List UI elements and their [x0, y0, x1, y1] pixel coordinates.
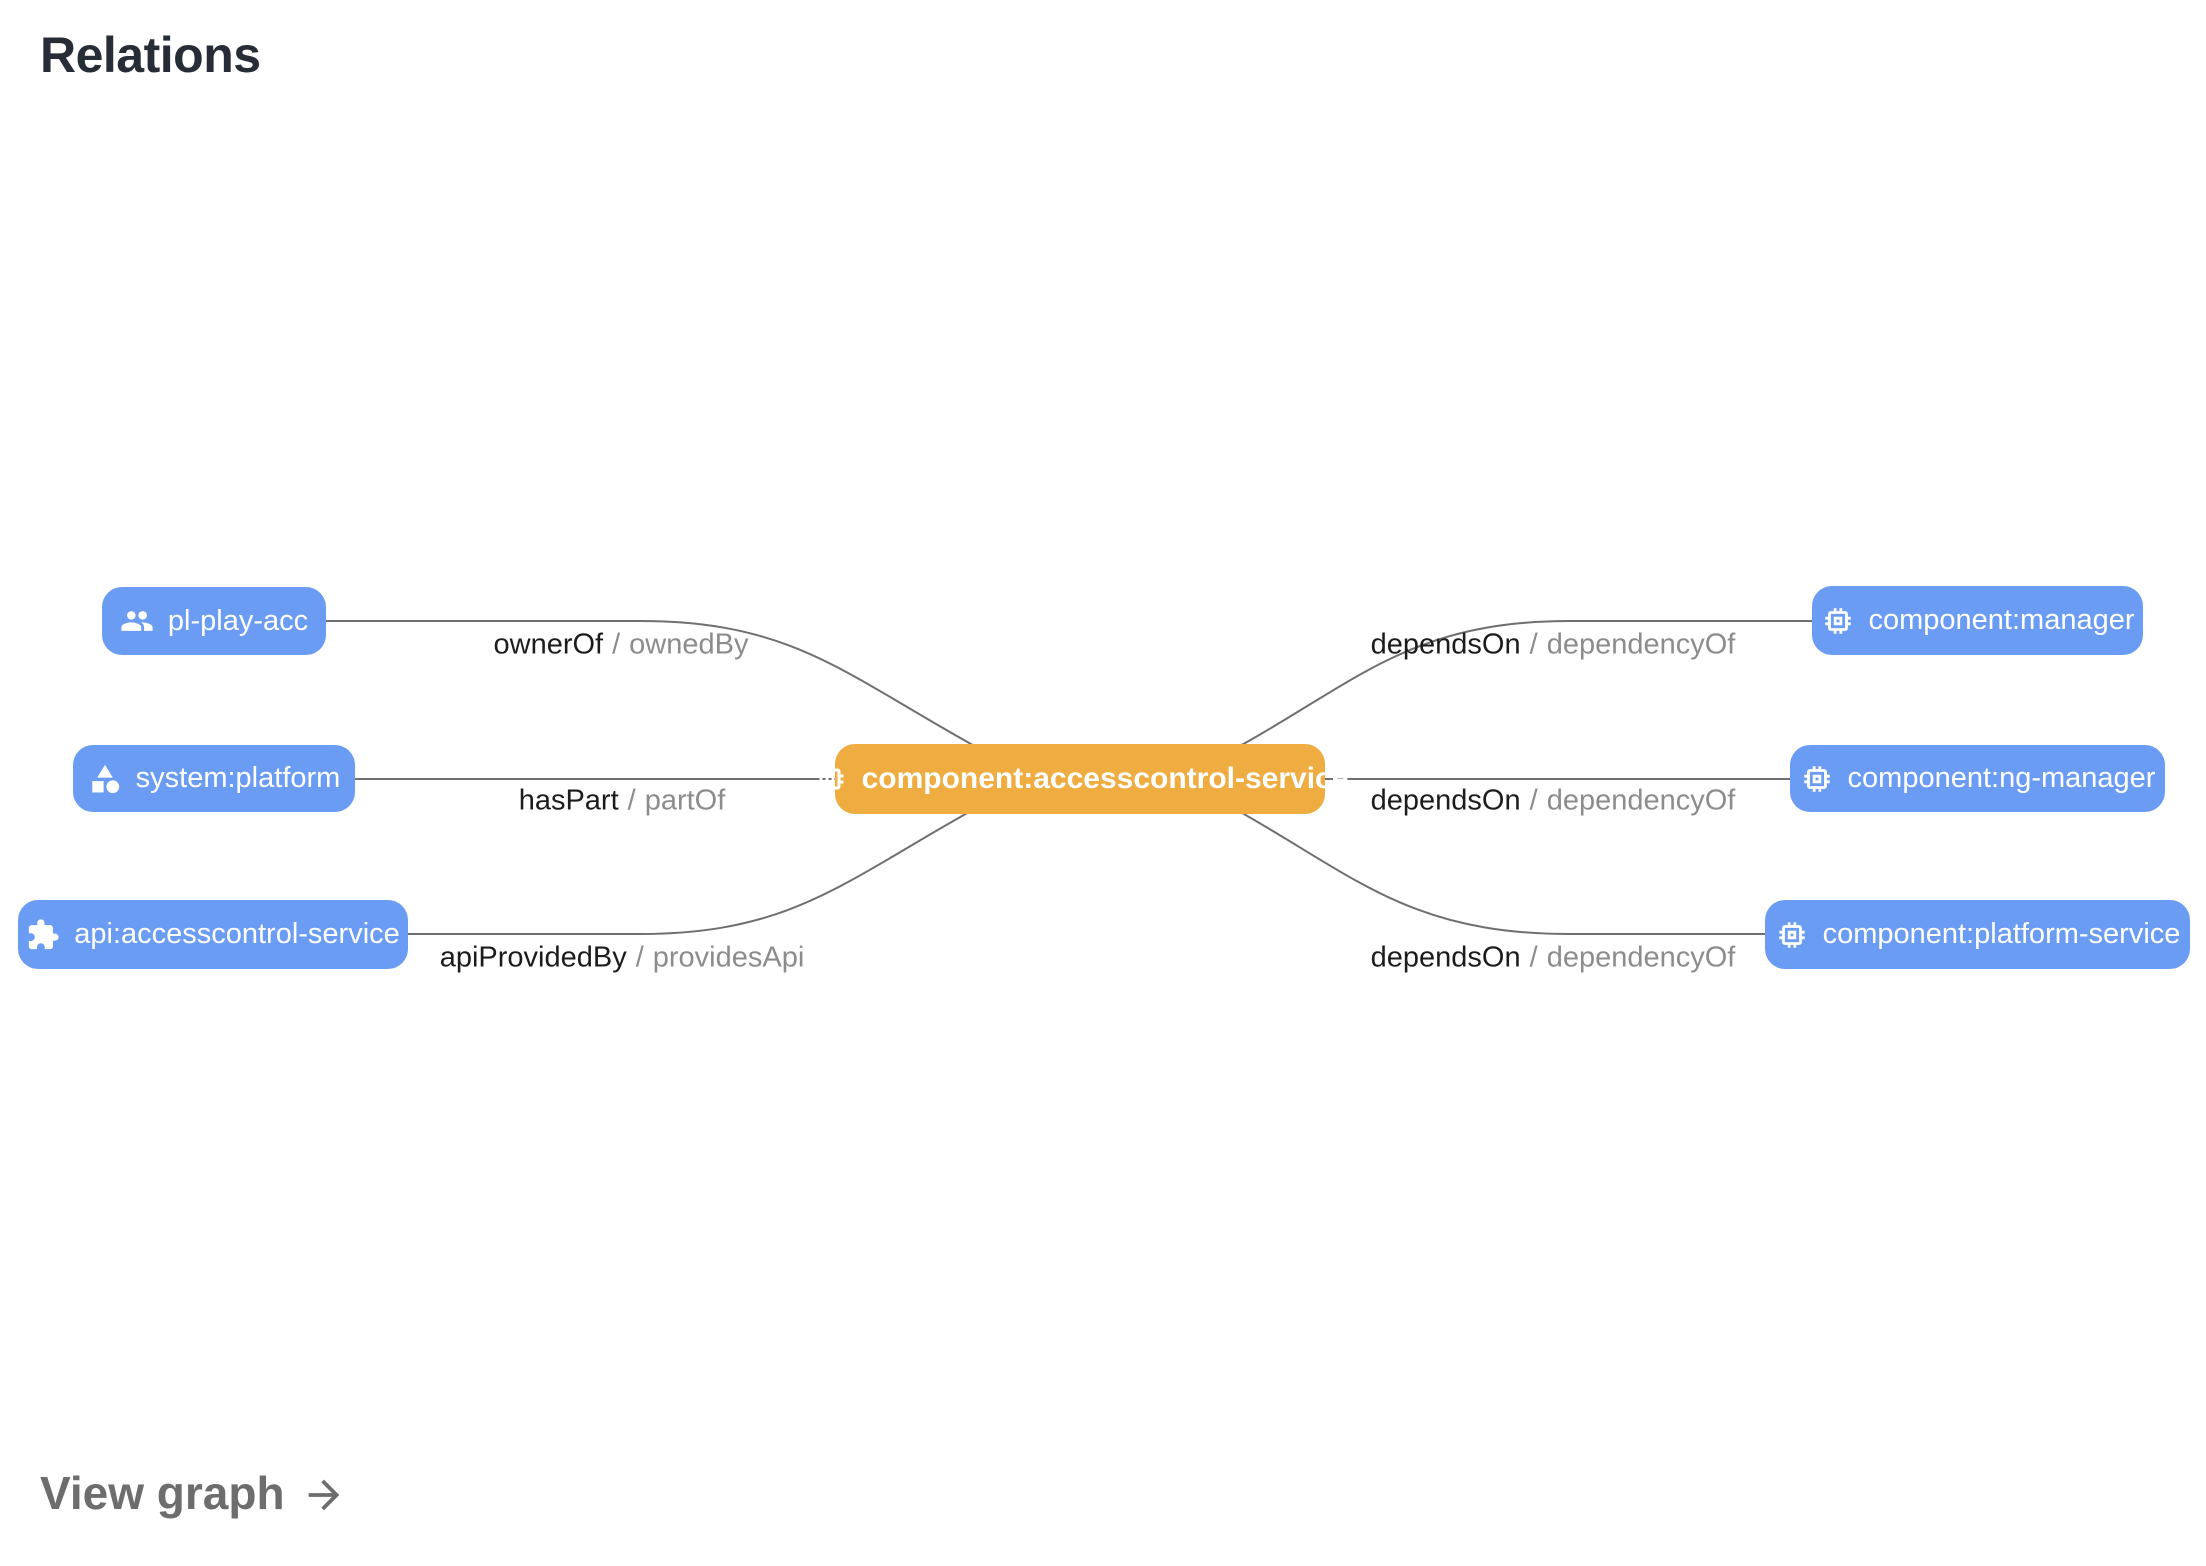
- memory-chip-icon: [1821, 604, 1855, 638]
- node-label: component:ng-manager: [1847, 762, 2156, 794]
- edge-dependson-3: [1209, 794, 1765, 935]
- edge-label-apiprovidedby: apiProvidedBy/providesApi: [439, 941, 805, 974]
- edge-dependson-1: [1209, 620, 1812, 763]
- category-shapes-icon: [88, 762, 122, 796]
- memory-chip-icon: [1800, 762, 1834, 796]
- memory-chip-icon: [1775, 918, 1809, 952]
- node-api-accesscontrol-service[interactable]: api:accesscontrol-service: [18, 900, 408, 969]
- edge-label-ownerof: ownerOf/ownedBy: [493, 628, 749, 661]
- memory-chip-icon: [812, 761, 848, 797]
- page-title: Relations: [40, 27, 261, 83]
- edge-apiprovidedby: [408, 794, 1001, 935]
- node-label: component:accesscontrol-service: [861, 762, 1349, 795]
- edge-label-dependson-3: dependsOn/dependencyOf: [1370, 941, 1736, 974]
- node-pl-play-acc[interactable]: pl-play-acc: [102, 587, 326, 655]
- puzzle-extension-icon: [26, 918, 60, 952]
- edge-label-dependson-2: dependsOn/dependencyOf: [1370, 784, 1736, 817]
- group-people-icon: [120, 604, 154, 638]
- view-graph-link[interactable]: View graph: [40, 1466, 347, 1520]
- node-label: api:accesscontrol-service: [74, 918, 400, 950]
- edge-label-dependson-1: dependsOn/dependencyOf: [1370, 628, 1736, 661]
- view-graph-label: View graph: [40, 1467, 285, 1519]
- node-label: component:platform-service: [1822, 918, 2181, 950]
- node-component-ng-manager[interactable]: component:ng-manager: [1790, 745, 2165, 812]
- node-component-manager[interactable]: component:manager: [1812, 586, 2143, 655]
- node-system-platform[interactable]: system:platform: [73, 745, 355, 812]
- node-label: system:platform: [135, 762, 341, 794]
- node-label: pl-play-acc: [167, 604, 309, 637]
- node-component-platform-service[interactable]: component:platform-service: [1765, 900, 2190, 969]
- node-label: component:manager: [1868, 604, 2135, 636]
- edge-label-haspart: hasPart/partOf: [518, 784, 726, 817]
- node-component-accesscontrol-service[interactable]: component:accesscontrol-service: [816, 744, 1348, 814]
- arrow-right-icon: [301, 1468, 347, 1518]
- edge-ownerof: [326, 620, 1001, 761]
